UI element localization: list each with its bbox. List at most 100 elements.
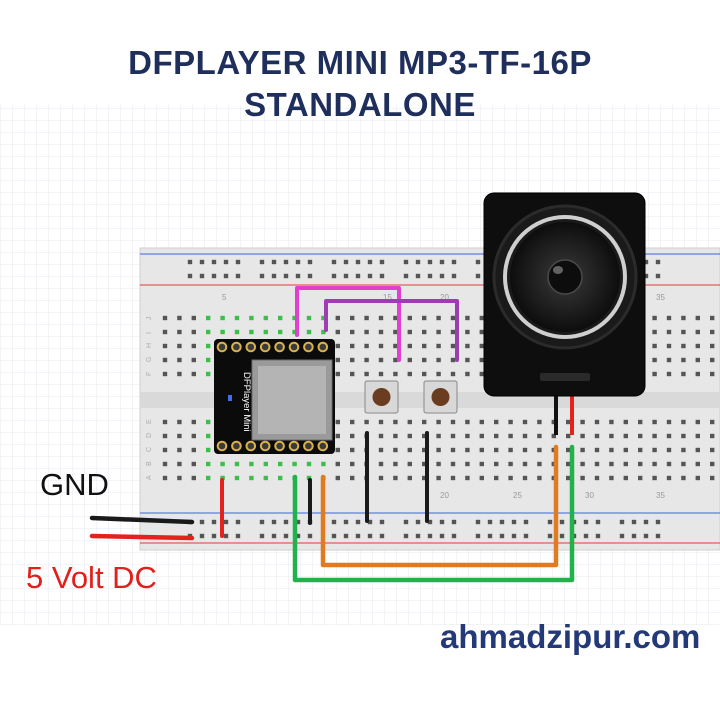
breadboard-hole <box>162 315 168 321</box>
breadboard-hole <box>278 315 283 321</box>
breadboard-hole <box>162 343 168 349</box>
breadboard-hole <box>547 519 553 525</box>
breadboard-hole <box>595 533 601 539</box>
breadboard-hole <box>450 475 456 481</box>
breadboard-hole <box>439 259 445 265</box>
module-pin <box>231 341 242 353</box>
breadboard-hole <box>422 329 427 335</box>
breadboard-hole <box>695 475 700 481</box>
breadboard-hole <box>407 461 412 467</box>
breadboard-hole <box>623 475 628 481</box>
push-button-2[interactable] <box>423 380 458 414</box>
breadboard-hole <box>307 259 313 265</box>
module-pin <box>259 440 271 452</box>
breadboard-hole <box>710 343 715 349</box>
breadboard-hole <box>378 357 384 363</box>
breadboard-hole <box>263 329 268 335</box>
breadboard-hole <box>479 433 484 439</box>
breadboard-hole <box>681 461 686 467</box>
breadboard-hole <box>223 533 229 539</box>
breadboard-hole <box>652 329 657 335</box>
breadboard-hole <box>666 475 672 481</box>
breadboard-hole <box>422 315 427 321</box>
breadboard-hole <box>415 273 421 279</box>
module-pin <box>317 341 329 353</box>
breadboard-hole <box>211 273 217 279</box>
breadboard-hole <box>566 447 571 453</box>
breadboard-hole <box>427 533 433 539</box>
breadboard-hole <box>343 519 349 525</box>
row-letter: F <box>146 372 153 376</box>
breadboard-hole <box>475 273 481 279</box>
breadboard-hole <box>177 357 182 363</box>
breadboard-hole <box>439 519 445 525</box>
breadboard-hole <box>643 273 649 279</box>
breadboard-hole <box>450 447 456 453</box>
breadboard-hole <box>439 533 445 539</box>
breadboard-hole <box>427 259 433 265</box>
breadboard-hole <box>619 533 625 539</box>
breadboard-hole <box>415 519 421 525</box>
breadboard-hole <box>177 343 182 349</box>
breadboard-hole <box>566 461 571 467</box>
breadboard-hole <box>407 315 412 321</box>
breadboard-hole <box>278 475 283 481</box>
gnd-input-wire <box>89 515 195 525</box>
breadboard-hole <box>177 329 182 335</box>
breadboard-hole <box>594 419 600 425</box>
breadboard-hole <box>655 259 661 265</box>
breadboard-hole <box>177 475 182 481</box>
breadboard-hole <box>162 419 168 425</box>
breadboard-hole <box>379 533 385 539</box>
breadboard-hole <box>631 533 637 539</box>
breadboard-hole <box>295 533 301 539</box>
breadboard-hole <box>666 419 672 425</box>
breadboard-hole <box>191 447 196 453</box>
breadboard-hole <box>199 273 205 279</box>
breadboard-hole <box>537 447 542 453</box>
breadboard-hole <box>710 371 715 377</box>
breadboard-hole <box>378 343 384 349</box>
breadboard-hole <box>271 533 277 539</box>
breadboard-hole <box>378 329 384 335</box>
breadboard-hole <box>206 371 211 377</box>
breadboard-hole <box>335 371 340 377</box>
breadboard-hole <box>335 475 340 481</box>
breadboard-hole <box>263 475 268 481</box>
breadboard-hole <box>206 343 211 349</box>
breadboard-hole <box>422 447 427 453</box>
breadboard-hole <box>249 329 254 335</box>
module-pin <box>288 440 300 452</box>
column-number: 35 <box>656 491 665 500</box>
breadboard-hole <box>436 419 441 425</box>
breadboard-hole <box>580 461 585 467</box>
breadboard-hole <box>378 315 384 321</box>
breadboard-hole <box>652 357 657 363</box>
breadboard-hole <box>652 447 657 453</box>
breadboard-hole <box>695 419 700 425</box>
module-pin <box>288 341 300 353</box>
push-button-1[interactable] <box>364 380 399 414</box>
breadboard-hole <box>295 519 301 525</box>
breadboard-hole <box>547 533 553 539</box>
breadboard-hole <box>479 447 484 453</box>
breadboard-hole <box>292 329 297 335</box>
column-number: 15 <box>383 293 392 302</box>
breadboard-hole <box>422 475 427 481</box>
breadboard-hole <box>655 273 661 279</box>
breadboard-hole <box>306 315 312 321</box>
column-number: 20 <box>440 491 449 500</box>
breadboard-hole <box>479 357 484 363</box>
breadboard-hole <box>609 447 614 453</box>
row-letter: B <box>146 461 153 466</box>
breadboard-hole <box>511 533 517 539</box>
breadboard-hole <box>652 419 657 425</box>
breadboard-hole <box>439 273 445 279</box>
breadboard-hole <box>523 533 529 539</box>
breadboard-hole <box>681 315 686 321</box>
breadboard-hole <box>292 461 297 467</box>
breadboard-hole <box>220 461 225 467</box>
sd-card-slot-inner <box>258 366 326 434</box>
breadboard-hole <box>343 273 349 279</box>
breadboard-hole <box>559 533 565 539</box>
